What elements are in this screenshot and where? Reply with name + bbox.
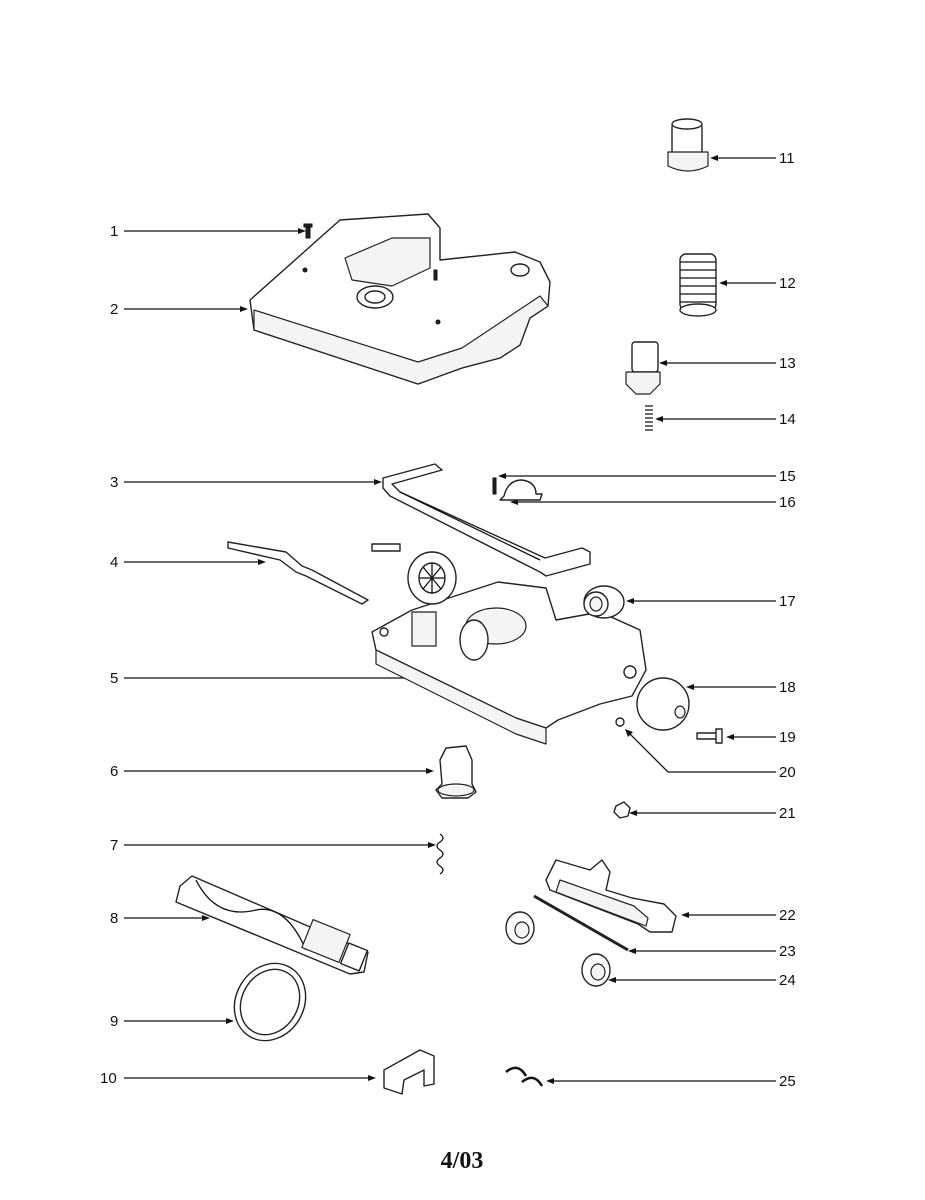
callout-number: 25 — [779, 1073, 796, 1090]
callout-18: 18 — [686, 679, 796, 696]
callout-1: 1 — [110, 223, 306, 240]
callout-number: 18 — [779, 679, 796, 696]
callout-number: 5 — [110, 670, 118, 687]
callout-3: 3 — [110, 474, 382, 491]
callout-number: 4 — [110, 554, 118, 571]
callout-number: 21 — [779, 805, 796, 822]
callout-24: 24 — [608, 972, 796, 989]
wheel-icon — [636, 677, 690, 731]
callout-5: 5 — [110, 670, 416, 687]
callout-23: 23 — [628, 943, 796, 960]
callout-2: 2 — [110, 301, 248, 318]
gasket-icon — [227, 541, 369, 605]
hood-icon — [249, 213, 551, 385]
callout-number: 12 — [779, 275, 796, 292]
callout-number: 17 — [779, 593, 796, 610]
callout-8: 8 — [110, 910, 210, 927]
callout-12: 12 — [719, 275, 796, 292]
brushroll-icon — [175, 875, 369, 975]
axle-bolt-icon — [696, 728, 723, 744]
clip-icon — [492, 477, 543, 501]
hose-connector-icon — [667, 118, 709, 172]
callout-10: 10 — [100, 1070, 376, 1087]
axle-icon — [533, 894, 629, 952]
height-adjuster-icon — [545, 859, 677, 933]
washer-icon — [615, 717, 625, 727]
callout-16: 16 — [510, 494, 796, 511]
callout-17: 17 — [626, 593, 796, 610]
callout-number: 11 — [779, 150, 795, 167]
callout-14: 14 — [655, 411, 796, 428]
belt-icon — [233, 962, 307, 1042]
callout-number: 14 — [779, 411, 796, 428]
pedal-spring-icon — [645, 405, 653, 431]
callout-20: 20 — [625, 729, 796, 781]
callout-number: 2 — [110, 301, 118, 318]
callout-6: 6 — [110, 763, 434, 780]
callout-number: 3 — [110, 474, 118, 491]
base-icon — [371, 581, 647, 745]
callout-13: 13 — [659, 355, 796, 372]
callout-7: 7 — [110, 837, 436, 854]
hose-icon — [679, 253, 717, 317]
callout-number: 22 — [779, 907, 796, 924]
callout-22: 22 — [681, 907, 796, 924]
retainer-clips-icon — [505, 1066, 544, 1087]
callout-number: 13 — [779, 355, 796, 372]
screw-icon — [303, 223, 313, 239]
callout-number: 7 — [110, 837, 118, 854]
callout-number: 15 — [779, 468, 796, 485]
callout-4: 4 — [110, 554, 266, 571]
nut-icon — [613, 801, 631, 819]
rear-wheel-icon — [505, 911, 611, 987]
callout-15: 15 — [498, 468, 796, 485]
callout-number: 6 — [110, 763, 118, 780]
spring-icon — [436, 833, 444, 875]
callout-21: 21 — [629, 805, 796, 822]
callout-number: 9 — [110, 1013, 118, 1030]
bearing-icon — [583, 585, 625, 619]
callout-11: 11 — [710, 150, 795, 167]
pedal-icon — [625, 341, 661, 395]
callout-number: 16 — [779, 494, 796, 511]
callout-number: 8 — [110, 910, 118, 927]
bumper-icon — [382, 463, 591, 577]
callout-19: 19 — [726, 729, 796, 746]
callout-number: 1 — [110, 223, 118, 240]
fan-housing-icon — [435, 745, 477, 799]
callout-number: 23 — [779, 943, 796, 960]
bracket-icon — [383, 1049, 435, 1095]
callout-25: 25 — [546, 1073, 796, 1090]
callout-number: 24 — [779, 972, 796, 989]
front-wheel-icon — [371, 543, 457, 605]
callout-number: 10 — [100, 1070, 117, 1087]
page-footer-date: 4/03 — [441, 1148, 484, 1174]
callout-9: 9 — [110, 1013, 234, 1030]
callout-number: 19 — [779, 729, 796, 746]
callout-number: 20 — [779, 764, 796, 781]
